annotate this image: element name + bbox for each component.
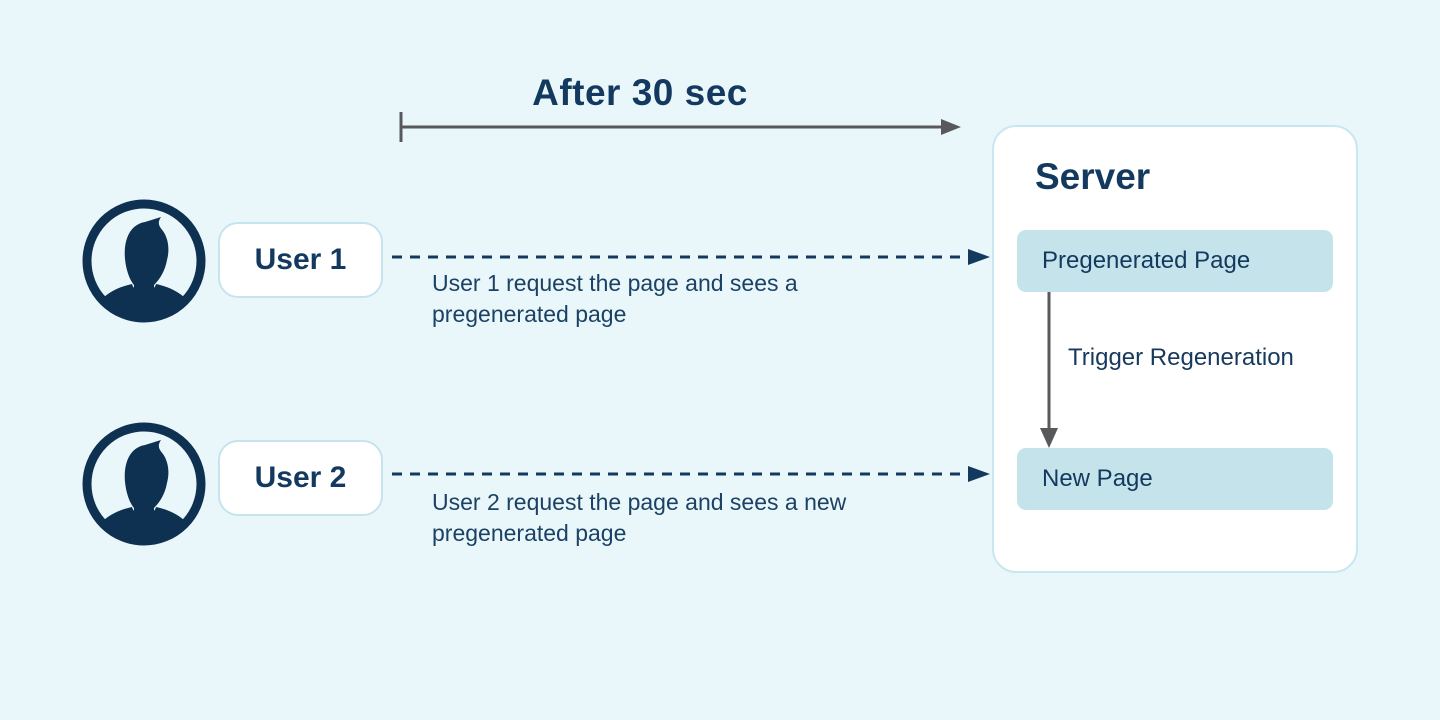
user-2-request-arrow [392,466,990,482]
arrowhead-icon [941,119,961,135]
user-1-caption: User 1 request the page and sees a prege… [432,270,798,327]
arrowhead-icon [968,466,990,482]
arrowhead-icon [968,249,990,265]
user-1-request-arrow [392,249,990,265]
pregenerated-page-box: Pregenerated Page [1017,230,1333,292]
new-page-label: New Page [1042,465,1153,492]
person-silhouette [91,217,197,314]
trigger-regeneration-label: Trigger Regeneration [1068,344,1294,371]
user-avatar-icon [82,199,206,323]
pregenerated-page-label: Pregenerated Page [1042,247,1251,274]
user-2-box: User 2 [218,440,383,516]
trigger-regeneration-arrow [1040,292,1058,448]
arrowhead-icon [1040,428,1058,448]
user-1-label: User 1 [254,243,347,276]
person-silhouette [91,440,197,537]
timeline-arrow [399,112,961,142]
user-avatar-icon [82,422,206,546]
timeline-label: After 30 sec [532,72,748,113]
new-page-box: New Page [1017,448,1333,510]
user-2-label: User 2 [254,461,347,494]
server-title: Server [1035,156,1151,197]
user-2-caption: User 2 request the page and sees a new p… [432,489,847,546]
user-1-box: User 1 [218,222,383,298]
